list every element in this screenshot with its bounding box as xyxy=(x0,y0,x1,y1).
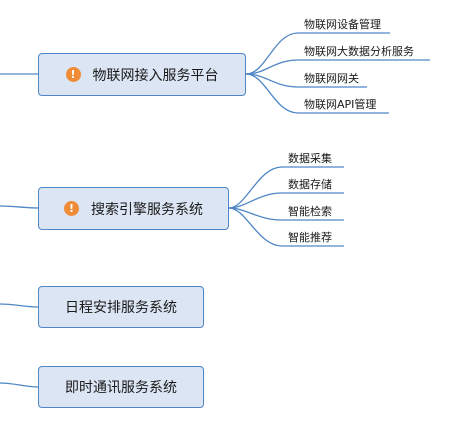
node-search-engine[interactable]: ! 搜索引擎服务系统 xyxy=(38,187,229,230)
connector-node-2-child-4 xyxy=(228,207,344,247)
node-instant-messaging[interactable]: 即时通讯服务系统 xyxy=(38,366,204,408)
node-iot-platform[interactable]: ! 物联网接入服务平台 xyxy=(38,53,246,96)
connector-node-1-child-1 xyxy=(245,32,390,75)
leaf-node-1-child-4[interactable]: 物联网API管理 xyxy=(304,98,377,111)
node-label: 搜索引擎服务系统 xyxy=(91,201,203,218)
node-label: 物联网接入服务平台 xyxy=(92,67,219,84)
connector-parent-node-3 xyxy=(0,303,39,308)
node-label: 日程安排服务系统 xyxy=(65,300,177,316)
connector-node-1-child-4 xyxy=(245,73,389,114)
leaf-node-2-child-1[interactable]: 数据采集 xyxy=(288,152,332,165)
connector-node-1-child-2 xyxy=(245,59,430,75)
node-schedule[interactable]: 日程安排服务系统 xyxy=(38,286,204,328)
warning-icon: ! xyxy=(64,201,79,216)
connector-parent-node-2 xyxy=(0,205,39,209)
leaf-node-2-child-2[interactable]: 数据存储 xyxy=(288,178,332,191)
leaf-node-1-child-1[interactable]: 物联网设备管理 xyxy=(304,18,381,31)
leaf-node-1-child-2[interactable]: 物联网大数据分析服务 xyxy=(304,45,414,58)
connector-parent-node-4 xyxy=(0,382,39,388)
warning-icon: ! xyxy=(65,67,81,82)
connector-node-2-child-3 xyxy=(228,207,344,221)
connector-node-2-child-2 xyxy=(228,192,344,209)
node-label: 即时通讯服务系统 xyxy=(65,380,177,396)
leaf-node-2-child-3[interactable]: 智能检索 xyxy=(288,205,332,218)
leaf-node-1-child-3[interactable]: 物联网网关 xyxy=(304,72,359,85)
connector-node-1-child-3 xyxy=(245,73,367,88)
connector-node-2-child-1 xyxy=(228,166,344,209)
leaf-node-2-child-4[interactable]: 智能推荐 xyxy=(288,231,332,244)
